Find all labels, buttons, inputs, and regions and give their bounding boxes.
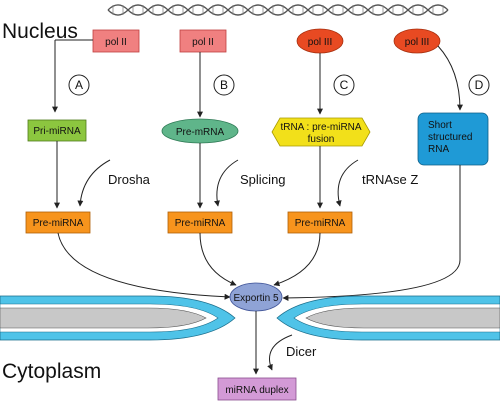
exportin-5-label: Exportin 5 xyxy=(233,293,278,304)
cytoplasm-label: Cytoplasm xyxy=(2,360,101,383)
pol-ii-label-a: pol II xyxy=(105,37,127,48)
arrow-a-to-exportin xyxy=(57,232,231,300)
arrow-c-to-exportin xyxy=(273,232,321,287)
splicing-label: Splicing xyxy=(240,172,286,187)
short-rna-label-line2: structured xyxy=(428,132,472,143)
step-c-circle xyxy=(333,74,355,96)
drosha-label: Drosha xyxy=(108,172,151,187)
pol-iii-oval-d xyxy=(393,28,441,54)
dna-helix-icon xyxy=(107,4,449,16)
pre-mirna-label-a: Pre-miRNA xyxy=(33,218,84,229)
arrow-b-to-exportin xyxy=(199,232,237,286)
short-structured-rna-box xyxy=(417,112,489,166)
drosha-curved-arrow xyxy=(77,159,111,207)
pre-mirna-label-b: Pre-miRNA xyxy=(175,218,226,229)
pol-iii-label-c: pol III xyxy=(308,37,332,48)
step-b-label: B xyxy=(220,78,228,92)
mirna-duplex-box xyxy=(217,377,297,401)
splicing-curved-arrow xyxy=(214,159,239,207)
pol-ii-box-a xyxy=(92,29,140,53)
nucleus-label: Nucleus xyxy=(2,20,78,43)
trna-fusion-hexagon xyxy=(271,117,371,147)
step-d-circle xyxy=(468,74,490,96)
pre-mrna-label: Pre-mRNA xyxy=(176,127,225,138)
step-d-label: D xyxy=(475,78,484,92)
trna-fusion-label-line1: tRNA : pre-miRNA xyxy=(280,122,361,133)
step-b-circle xyxy=(213,74,235,96)
step-a-label: A xyxy=(75,78,83,92)
mirna-duplex-label: miRNA duplex xyxy=(225,385,288,396)
pre-mirna-label-c: Pre-miRNA xyxy=(295,218,346,229)
arrow-d-to-exportin xyxy=(282,165,461,301)
step-a-circle xyxy=(68,74,90,96)
pol-ii-label-b: pol II xyxy=(192,37,214,48)
trnase-z-curved-arrow xyxy=(335,159,359,207)
pol-ii-box-b xyxy=(179,29,227,53)
short-rna-label-line3: RNA xyxy=(428,144,449,155)
pri-mirna-label: Pri-miRNA xyxy=(33,126,81,137)
nuclear-membrane-right xyxy=(276,295,500,341)
arrow-pol-to-short-rna xyxy=(437,45,463,111)
nuclear-membrane-left xyxy=(0,295,236,341)
dicer-curved-arrow xyxy=(267,334,293,371)
trna-fusion-label-line2: fusion xyxy=(308,134,335,145)
short-rna-label-line1: Short xyxy=(428,120,452,131)
trnase-z-label: tRNAse Z xyxy=(362,172,418,187)
step-c-label: C xyxy=(340,78,349,92)
dicer-label: Dicer xyxy=(286,344,317,359)
pol-iii-label-d: pol III xyxy=(405,37,429,48)
